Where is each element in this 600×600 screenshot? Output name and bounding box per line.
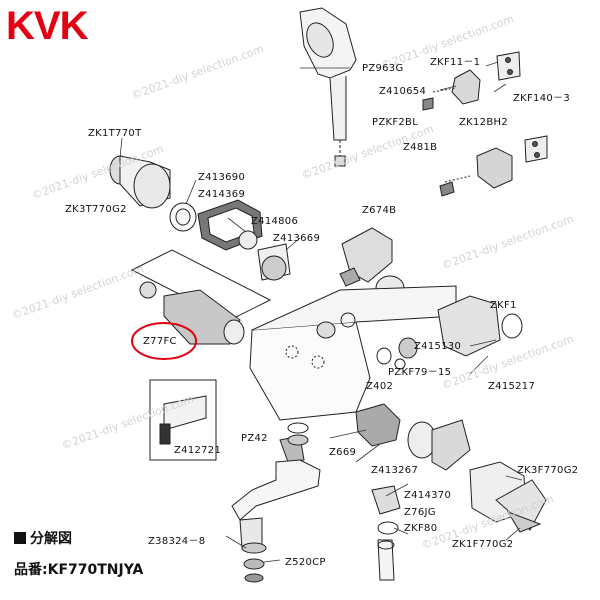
part-label: Z413267 (371, 465, 419, 476)
hook-bracket-drawing (439, 135, 548, 197)
part-label: ZK1T770T (88, 128, 142, 139)
cartridge-box-drawing (130, 249, 272, 345)
inset-box-drawing (149, 379, 217, 461)
temp-handle-drawing (109, 155, 197, 232)
flow-handle-drawing (469, 461, 547, 533)
part-label: PZKF79－15 (388, 367, 452, 378)
square-icon (14, 532, 26, 544)
shower-head-drawing (299, 7, 357, 167)
part-label: ZKF80 (404, 523, 438, 534)
legend-title: 分解図 (14, 531, 72, 547)
cover-plate-drawing (197, 199, 263, 251)
elbow-union-drawing (376, 295, 523, 370)
part-label: Z76JG (404, 507, 436, 518)
valve-parts-drawing (355, 403, 471, 471)
part-label: Z674B (362, 205, 397, 216)
part-label: ZK3F770G2 (517, 465, 579, 476)
part-label: ZK12BH2 (459, 117, 508, 128)
ring-parts-drawing (238, 230, 291, 281)
part-label: Z414369 (198, 189, 246, 200)
part-label: ZK1F770G2 (452, 539, 514, 550)
wall-bracket-drawing (422, 51, 521, 111)
part-label: PZ963G (362, 63, 404, 74)
part-label: Z415217 (488, 381, 536, 392)
part-label: Z413669 (273, 233, 321, 244)
leader-lines (119, 61, 523, 563)
part-label: Z669 (329, 447, 357, 458)
part-label: ZKF1 (490, 300, 517, 311)
part-label: Z414806 (251, 216, 299, 227)
highlight-circle (131, 322, 197, 360)
part-label: Z413690 (198, 172, 246, 183)
part-label: Z414370 (404, 490, 452, 501)
part-label: PZKF2BL (372, 117, 419, 128)
legend-title-text: 分解図 (30, 531, 72, 547)
part-label: PZ42 (241, 433, 268, 444)
o-rings-drawing (287, 422, 309, 446)
model-number: 品番:KF770TNJYA (14, 562, 144, 578)
part-label: Z38324－8 (148, 536, 206, 547)
part-label: ZKF11－1 (430, 57, 481, 68)
part-label: Z412721 (174, 445, 222, 456)
part-label: Z415130 (414, 341, 462, 352)
part-label: Z520CP (285, 557, 326, 568)
part-label: Z402 (366, 381, 394, 392)
part-label: Z410654 (379, 86, 427, 97)
part-label: Z481B (403, 142, 438, 153)
part-label: ZK3T770G2 (65, 204, 127, 215)
mixer-body-drawing (249, 285, 457, 421)
part-label: ZKF140－3 (513, 93, 571, 104)
brand-logo: KVK (6, 4, 88, 48)
spout-drawing (231, 435, 321, 583)
part-label: Z77FC (143, 336, 177, 347)
lower-fittings-drawing (371, 485, 401, 581)
